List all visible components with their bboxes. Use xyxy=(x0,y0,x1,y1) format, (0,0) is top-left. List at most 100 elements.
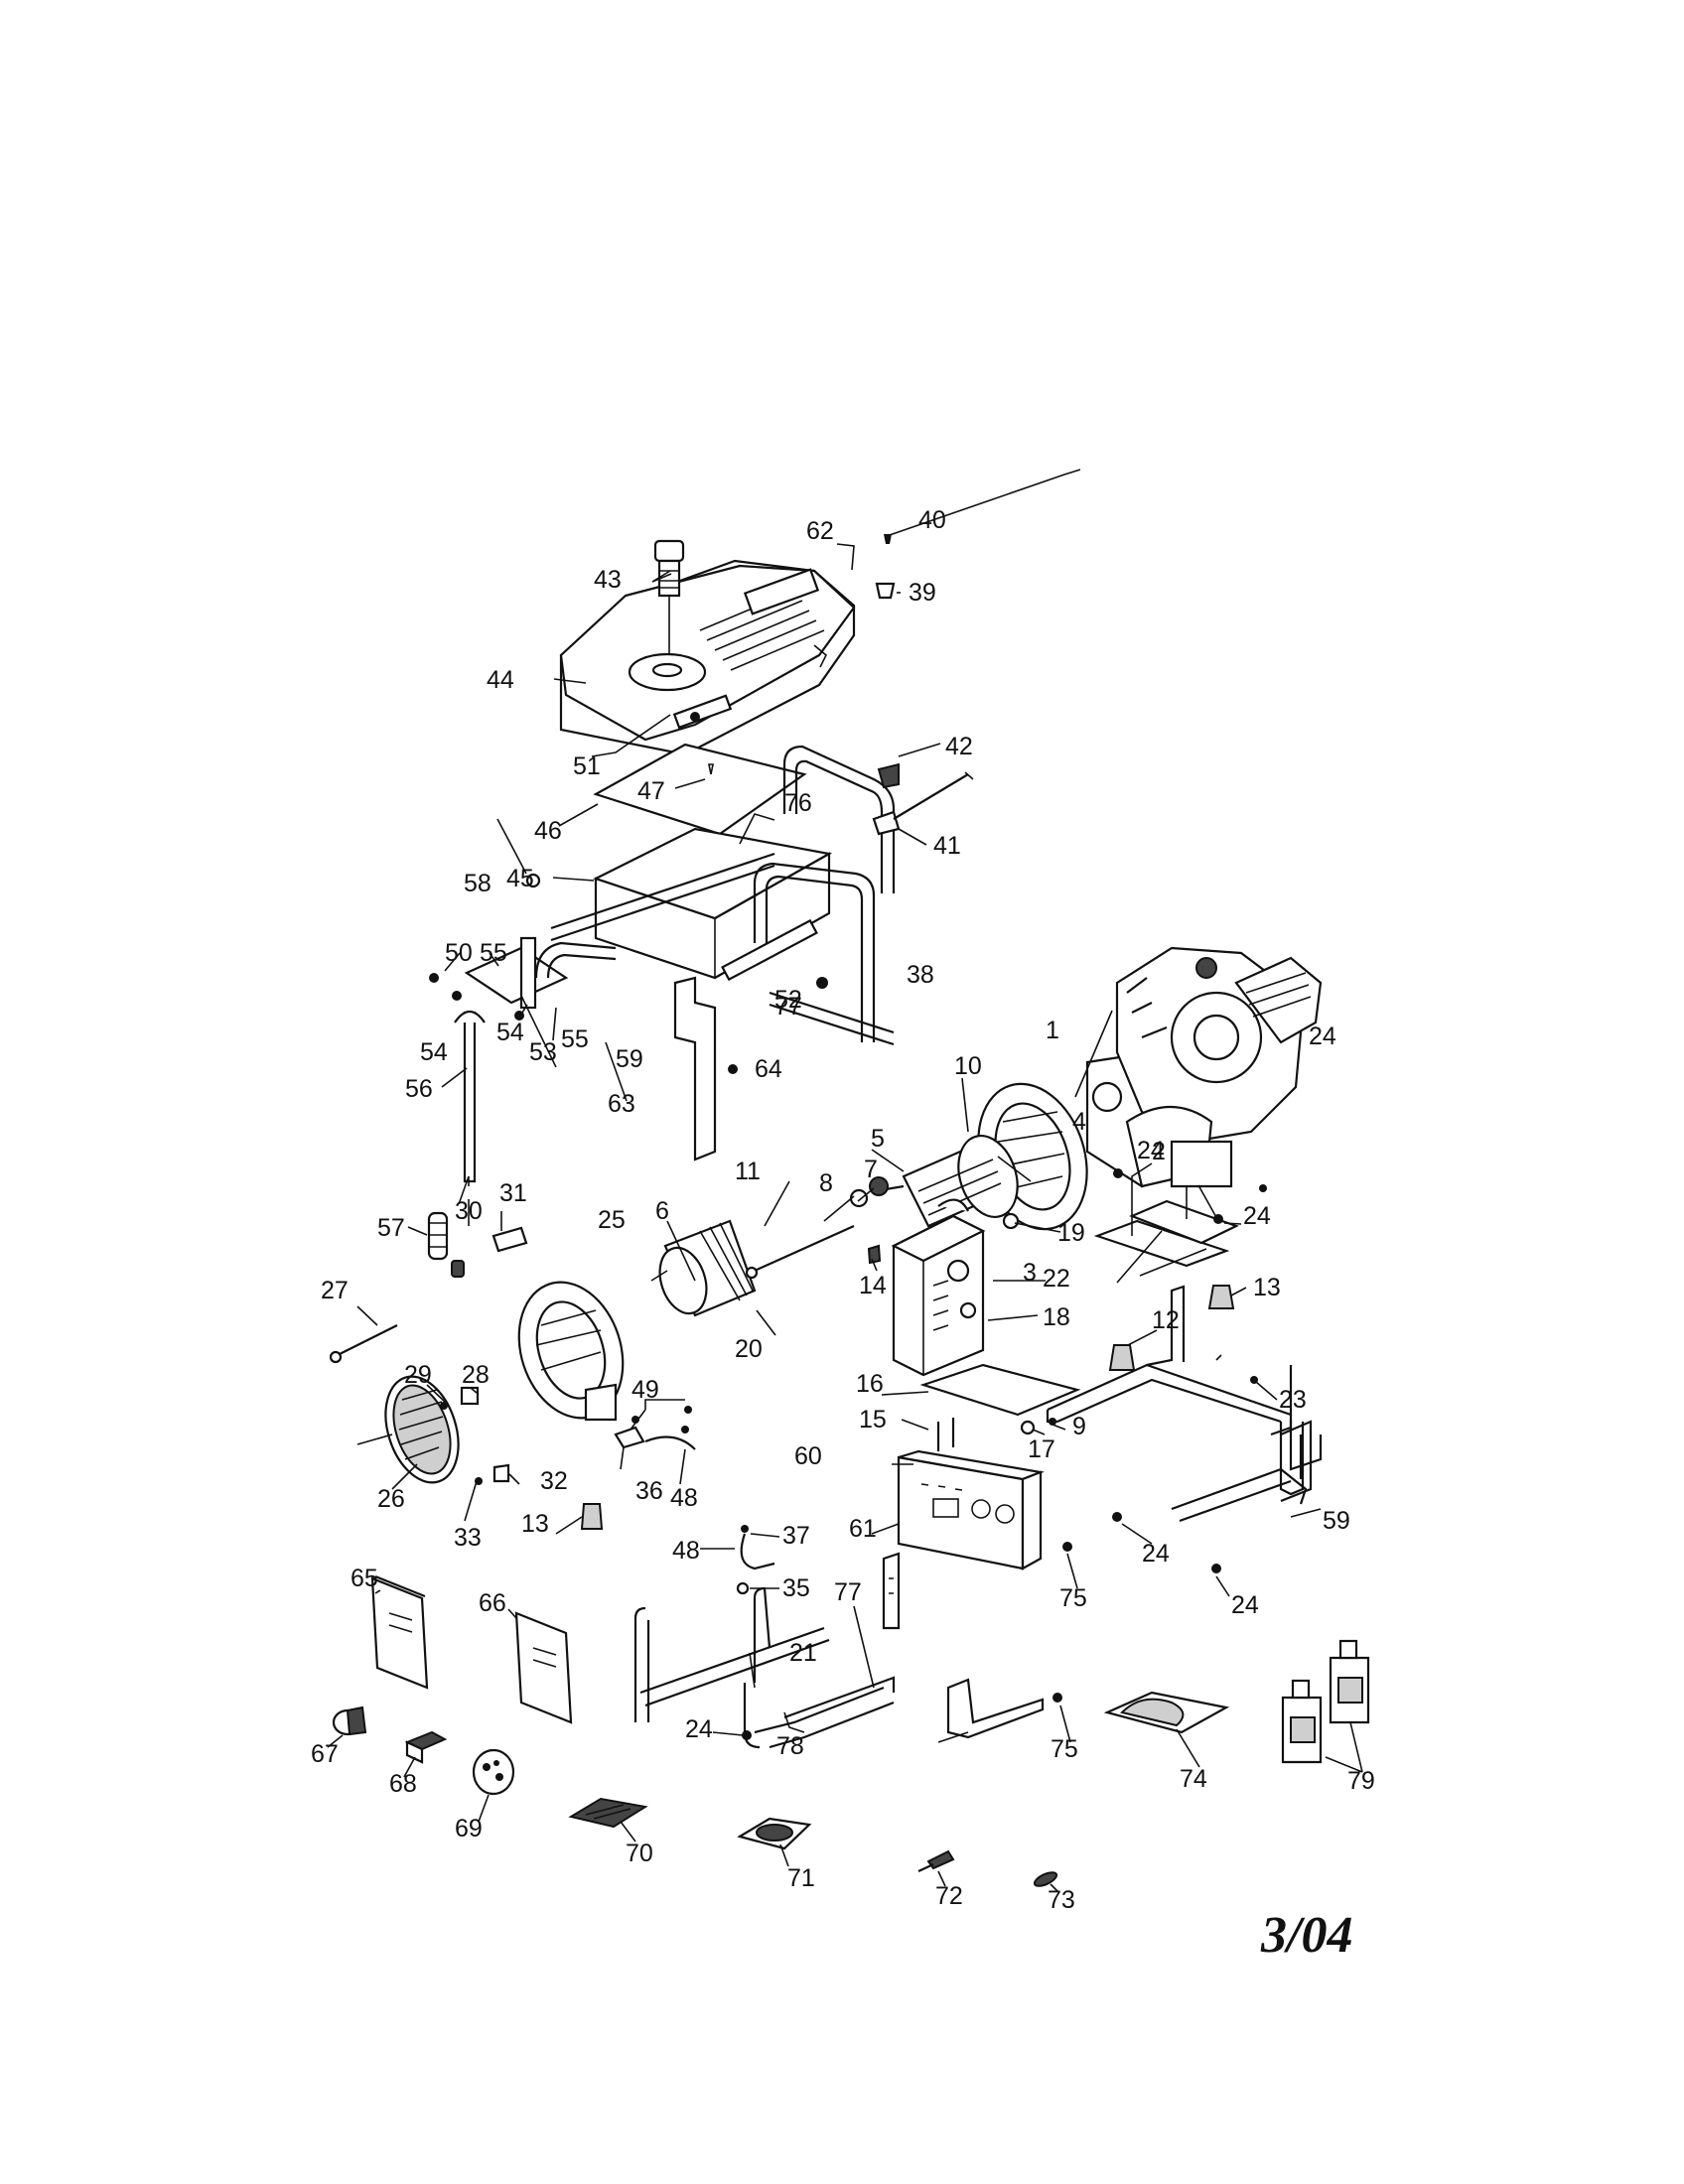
part-14-drawing xyxy=(867,1244,882,1265)
label-62: 62 xyxy=(806,517,834,545)
label-22: 22 xyxy=(1043,1265,1070,1293)
label-68: 68 xyxy=(389,1770,417,1798)
label-2: 2 xyxy=(1152,1138,1166,1165)
stator-drawing xyxy=(658,1219,757,1317)
label-66: 66 xyxy=(479,1589,506,1617)
label-55b: 55 xyxy=(561,1025,589,1053)
support-bracket-drawing xyxy=(673,976,717,1161)
label-74: 74 xyxy=(1180,1765,1207,1793)
label-54b: 54 xyxy=(496,1019,524,1046)
label-4: 4 xyxy=(1072,1108,1086,1136)
label-76: 76 xyxy=(784,789,812,817)
label-6: 6 xyxy=(655,1197,669,1225)
part-30-drawing xyxy=(451,1260,465,1278)
label-57: 57 xyxy=(377,1214,405,1242)
label-37: 37 xyxy=(782,1522,810,1550)
fastener-50-drawing xyxy=(429,973,439,983)
accessory-71-drawing xyxy=(737,1817,812,1850)
label-46: 46 xyxy=(534,817,562,845)
label-15: 15 xyxy=(859,1406,887,1433)
through-bolt-drawing xyxy=(754,1224,855,1273)
label-13b: 13 xyxy=(521,1510,549,1538)
main-frame-left-drawing xyxy=(633,1586,896,1749)
main-frame-right-drawing xyxy=(1046,1285,1323,1523)
label-77a: 77 xyxy=(774,993,802,1021)
label-71: 71 xyxy=(787,1864,815,1892)
label-19: 19 xyxy=(1057,1219,1085,1247)
bracket-16-drawing xyxy=(919,1363,1081,1417)
manual-66-drawing xyxy=(514,1611,573,1724)
part-28-drawing xyxy=(460,1386,480,1406)
label-17: 17 xyxy=(1028,1435,1055,1463)
label-27: 27 xyxy=(321,1277,349,1304)
label-65: 65 xyxy=(351,1565,378,1592)
label-78: 78 xyxy=(776,1732,804,1760)
label-63: 63 xyxy=(608,1090,635,1118)
accessory-67-drawing xyxy=(332,1706,367,1736)
fuel-tank-plate-drawing xyxy=(593,743,807,836)
label-29: 29 xyxy=(404,1361,432,1389)
label-55a: 55 xyxy=(480,939,507,967)
label-24b: 24 xyxy=(1309,1023,1336,1050)
label-58: 58 xyxy=(464,870,491,897)
label-72: 72 xyxy=(935,1882,963,1910)
label-12: 12 xyxy=(1152,1306,1180,1334)
label-18: 18 xyxy=(1043,1303,1070,1331)
label-56: 56 xyxy=(405,1075,433,1103)
label-24a: 24 xyxy=(1137,1137,1165,1164)
accessory-72-drawing xyxy=(917,1849,955,1872)
label-10: 10 xyxy=(954,1052,982,1080)
label-54a: 54 xyxy=(420,1038,448,1066)
part-31-drawing xyxy=(491,1226,528,1253)
label-25: 25 xyxy=(598,1206,626,1234)
label-9: 9 xyxy=(1072,1413,1086,1440)
label-3: 3 xyxy=(1023,1259,1037,1287)
bracket-75-drawing xyxy=(946,1678,1045,1739)
label-61: 61 xyxy=(849,1515,877,1543)
label-24c: 24 xyxy=(1243,1202,1271,1230)
fastener-58-drawing xyxy=(525,873,541,888)
label-20: 20 xyxy=(735,1335,763,1363)
part-32-drawing xyxy=(492,1463,510,1483)
accessory-70-drawing xyxy=(568,1797,648,1829)
label-51: 51 xyxy=(573,752,601,780)
label-67: 67 xyxy=(311,1740,339,1768)
frame-handle-drawing xyxy=(550,745,896,1046)
label-50: 50 xyxy=(445,939,473,967)
label-45: 45 xyxy=(506,865,534,892)
label-75b: 75 xyxy=(1051,1735,1078,1763)
label-41: 41 xyxy=(933,832,961,860)
label-77b: 77 xyxy=(834,1578,862,1606)
label-48a: 48 xyxy=(670,1484,698,1512)
bearing-drawing xyxy=(869,1176,889,1196)
label-13a: 13 xyxy=(1253,1274,1281,1301)
label-16: 16 xyxy=(856,1370,884,1398)
label-79: 79 xyxy=(1347,1767,1375,1795)
washer-drawing xyxy=(849,1188,869,1208)
manual-65-drawing xyxy=(370,1574,429,1690)
leader-lines xyxy=(327,469,1363,1892)
label-21: 21 xyxy=(789,1639,817,1667)
label-52: 52 xyxy=(774,986,802,1014)
fuel-cap-drawing xyxy=(653,539,685,655)
label-59a: 59 xyxy=(616,1045,643,1073)
label-42: 42 xyxy=(945,733,973,760)
rear-housing-drawing xyxy=(517,1281,625,1422)
part-19-drawing xyxy=(1002,1212,1020,1230)
label-14: 14 xyxy=(859,1272,887,1299)
rotor-drawing xyxy=(873,1135,1019,1228)
label-43: 43 xyxy=(594,566,622,594)
label-36: 36 xyxy=(635,1477,663,1505)
label-47: 47 xyxy=(637,777,665,805)
label-49: 49 xyxy=(632,1376,659,1404)
label-38: 38 xyxy=(907,961,934,989)
label-44: 44 xyxy=(487,666,514,694)
handle-grip-drawing xyxy=(427,1010,486,1261)
label-48b: 48 xyxy=(672,1537,700,1565)
end-cover-drawing xyxy=(384,1375,460,1484)
label-39: 39 xyxy=(909,579,936,607)
accessory-73-drawing xyxy=(1033,1871,1058,1887)
label-1: 1 xyxy=(1046,1017,1059,1044)
fastener-38-drawing xyxy=(816,977,828,989)
label-40: 40 xyxy=(918,506,946,534)
